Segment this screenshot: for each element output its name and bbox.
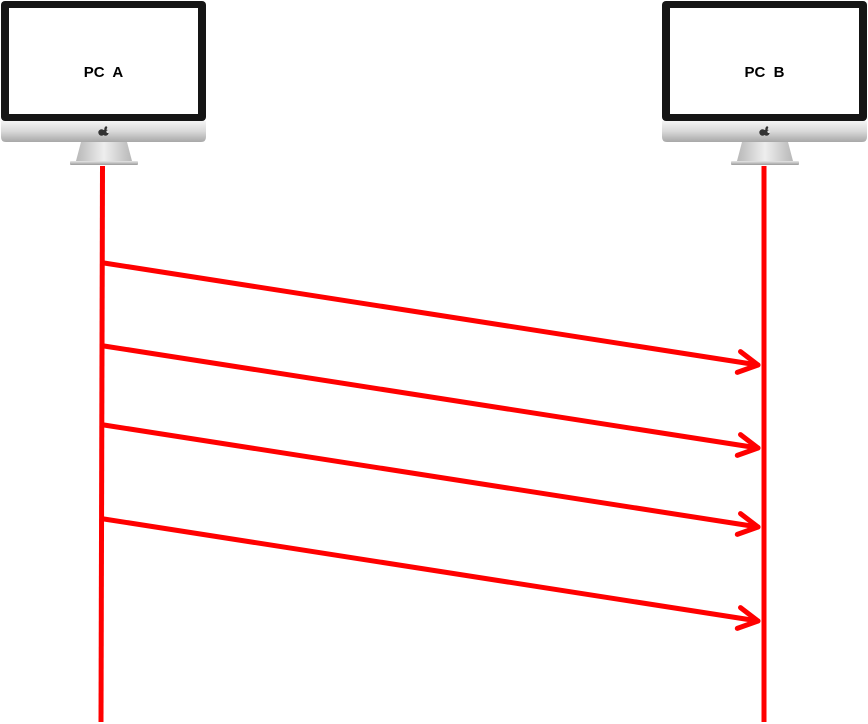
monitor-pc-b: PC B <box>662 1 867 165</box>
message-arrow <box>101 422 761 537</box>
message-line <box>101 343 761 451</box>
message-arrow <box>101 260 761 375</box>
imac-monitor-icon <box>1 1 206 165</box>
message-line <box>101 422 761 530</box>
message-arrows <box>101 260 761 631</box>
lifeline-pc-a <box>98 165 105 723</box>
imac-monitor-icon <box>662 1 867 165</box>
monitor-pc-a: PC A <box>1 1 206 165</box>
message-arrow <box>101 516 761 631</box>
message-line <box>101 260 761 368</box>
apple-logo-icon <box>759 126 771 136</box>
arrowhead <box>734 432 761 458</box>
message-line <box>101 516 761 624</box>
arrowhead <box>734 511 761 537</box>
pc-b-label: PC B <box>744 64 784 81</box>
message-arrow <box>101 343 761 458</box>
apple-logo-icon <box>98 126 110 136</box>
arrowhead <box>734 605 761 631</box>
pc-a-label: PC A <box>84 64 124 81</box>
arrowhead <box>734 349 761 375</box>
